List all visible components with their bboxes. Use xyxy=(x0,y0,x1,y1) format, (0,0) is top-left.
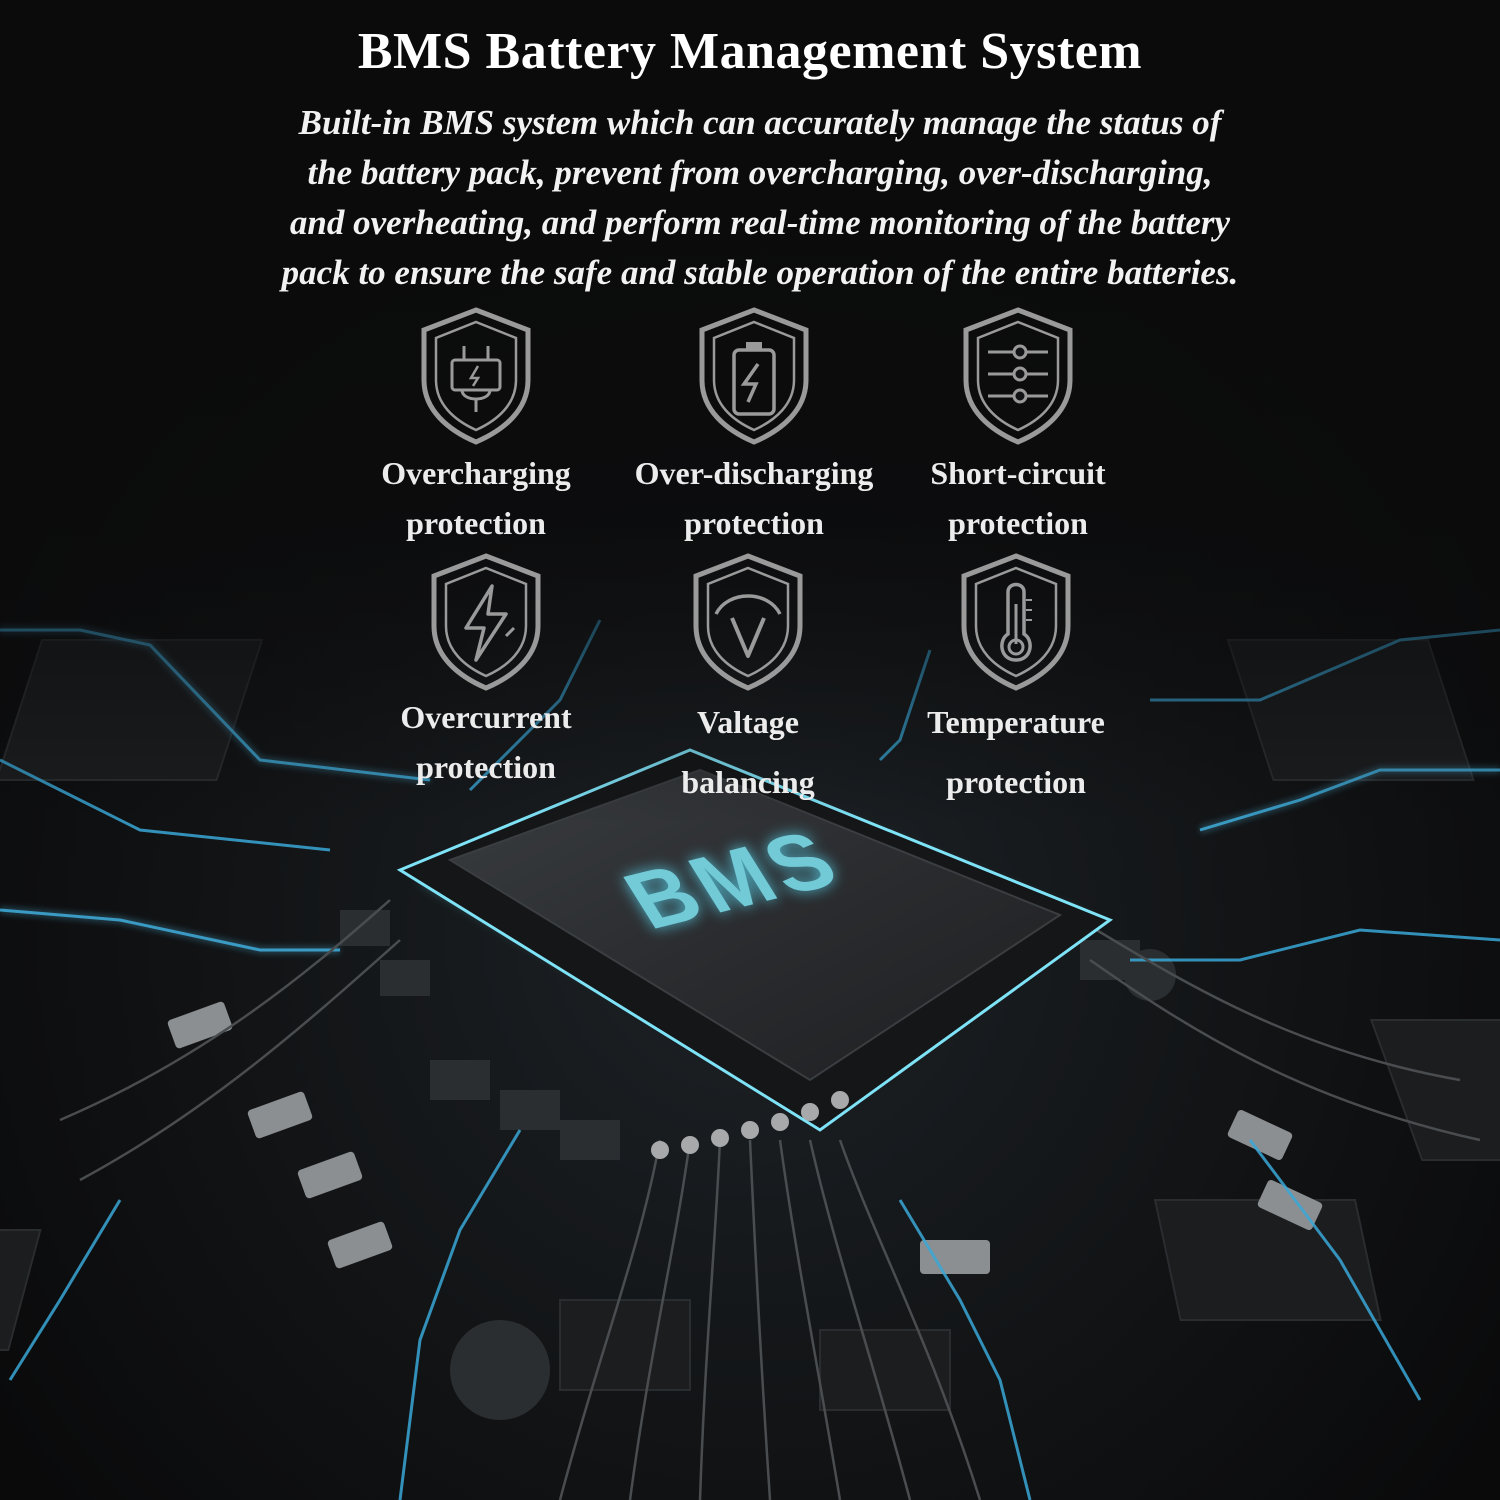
description-line: pack to ensure the safe and stable opera… xyxy=(281,253,1239,292)
description: Built-in BMS system which can accurately… xyxy=(220,98,1300,298)
feature-short-circuit: Short-circuit protection xyxy=(878,306,1158,548)
lightning-shield-icon xyxy=(431,553,541,691)
feature-label: Temperature protection xyxy=(927,704,1105,800)
feature-voltage-balancing: Valtage balancing xyxy=(608,552,888,812)
description-line: Built-in BMS system which can accurately… xyxy=(298,103,1222,142)
feature-label: Over-discharging protection xyxy=(634,455,874,541)
plug-shield-icon xyxy=(421,307,531,445)
description-line: and overheating, and perform real-time m… xyxy=(289,203,1231,242)
feature-label: Valtage balancing xyxy=(681,704,815,800)
feature-label: Short-circuit protection xyxy=(930,455,1106,541)
thermometer-shield-icon xyxy=(961,553,1071,691)
feature-label: Overcurrent protection xyxy=(400,699,572,785)
feature-overcurrent: Overcurrent protection xyxy=(346,552,626,792)
feature-temperature: Temperature protection xyxy=(876,552,1156,812)
sliders-shield-icon xyxy=(963,307,1073,445)
battery-bolt-shield-icon xyxy=(699,307,809,445)
description-line: the battery pack, prevent from overcharg… xyxy=(307,153,1213,192)
gauge-shield-icon xyxy=(693,553,803,691)
feature-overcharging: Overcharging protection xyxy=(336,306,616,548)
feature-over-discharging: Over-discharging protection xyxy=(614,306,894,548)
feature-label: Overcharging protection xyxy=(381,455,571,541)
page-title: BMS Battery Management System xyxy=(357,23,1143,80)
